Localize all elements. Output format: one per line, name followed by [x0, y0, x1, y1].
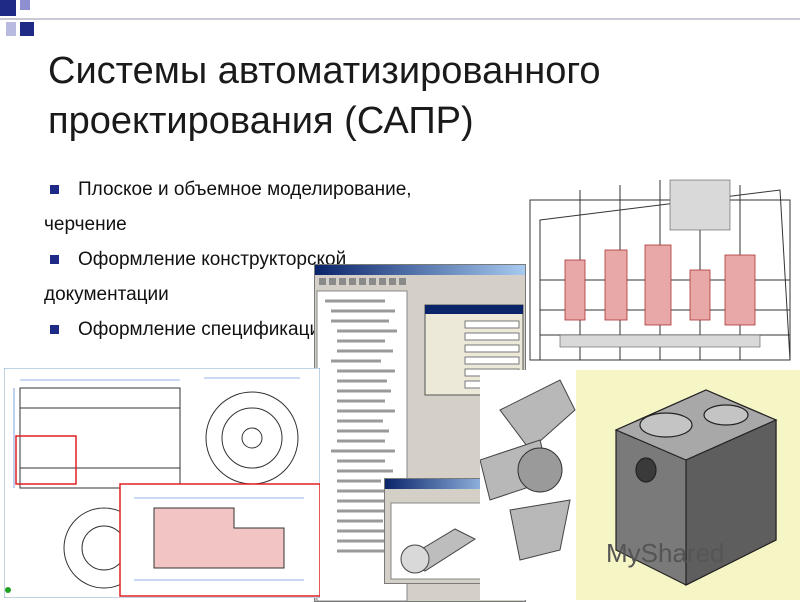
- deco-square-4: [6, 22, 16, 36]
- bullet-marker: [50, 185, 59, 194]
- bullet-item-1: Плоское и объемное моделирование,: [44, 172, 484, 207]
- watermark-logo: MyShared: [606, 538, 786, 574]
- deco-square-3: [20, 22, 34, 36]
- engine-cross-section-drawing: [520, 160, 800, 370]
- deco-square-2: [20, 0, 30, 10]
- bullet-marker: [50, 255, 59, 264]
- bullet-continuation-2: документации: [44, 277, 484, 312]
- bullet-list: Плоское и объемное моделирование, черчен…: [44, 172, 484, 347]
- bullet-text-continued: черчение: [44, 214, 127, 235]
- bullet-text-continued: документации: [44, 284, 169, 305]
- top-divider: [0, 18, 800, 20]
- bullet-text: Плоское и объемное моделирование,: [78, 179, 412, 200]
- bullet-marker: [50, 325, 59, 334]
- bullet-text: Оформление спецификаций: [78, 319, 331, 340]
- bullet-continuation-1: черчение: [44, 207, 484, 242]
- dialog-preview: [385, 489, 499, 580]
- bullet-item-2: Оформление конструкторской: [44, 242, 484, 277]
- technical-drawing-2d: [4, 368, 320, 598]
- housing-3d-render: [576, 370, 800, 600]
- deco-square-1: [0, 0, 16, 16]
- bullet-text: Оформление конструкторской: [78, 249, 347, 270]
- cad-window-content: [315, 275, 525, 601]
- window-titlebar: [315, 265, 525, 275]
- rotor-3d-render: [480, 370, 580, 600]
- page-title: Системы автоматизированного проектирован…: [48, 50, 601, 142]
- bullet-item-3: Оформление спецификаций: [44, 312, 484, 347]
- watermark-text: MyShared: [606, 538, 725, 568]
- dialog-titlebar: [385, 479, 499, 489]
